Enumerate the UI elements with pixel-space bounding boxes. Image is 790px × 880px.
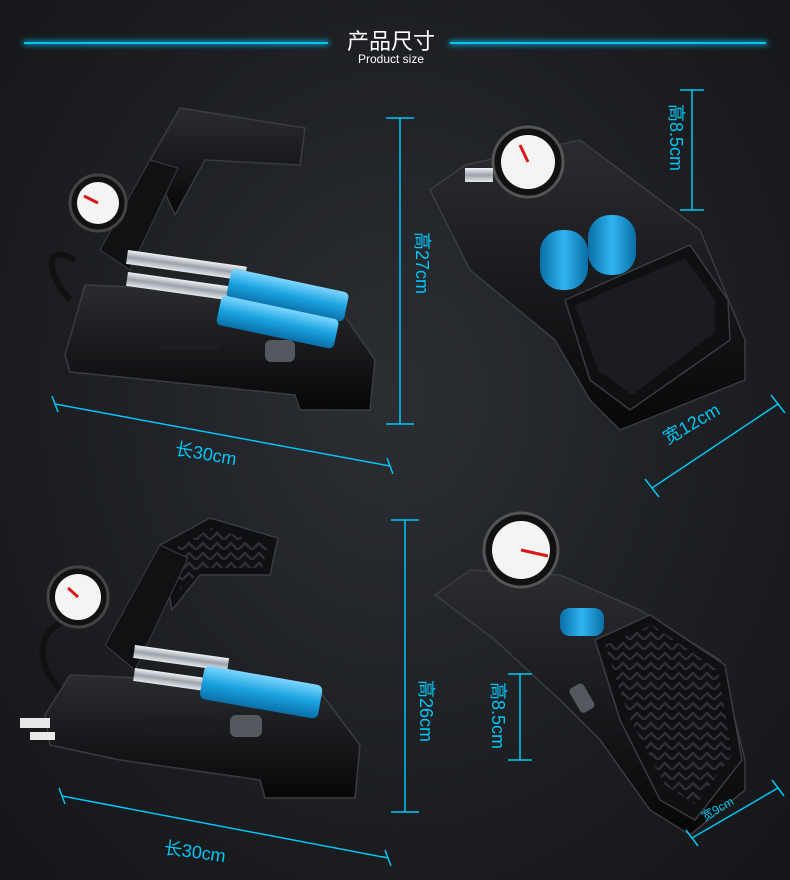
- pump-side-view-top: [48, 107, 376, 411]
- page-subtitle: Product size: [357, 52, 425, 66]
- dimension-lines-bottom-left: [58, 519, 419, 867]
- header-line-right: [450, 42, 766, 44]
- page-title: 产品尺寸: [346, 30, 435, 55]
- page-header: 产品尺寸 Product size: [0, 0, 790, 80]
- dimension-lines-top-left: [51, 117, 414, 475]
- label-top-left-height: 高27cm: [412, 232, 432, 295]
- label-top-right-height: 高8.5cm: [666, 104, 686, 172]
- pump-front-view-bottom: [433, 511, 746, 836]
- dimension-lines-top-right: [644, 89, 786, 498]
- header-line-left: [24, 42, 328, 44]
- label-bottom-right-height: 高8.5cm: [488, 682, 508, 750]
- pump-side-view-bottom: [20, 517, 361, 799]
- dimension-lines-bottom-right: [508, 673, 785, 847]
- pump-front-view-top: [429, 125, 746, 431]
- label-bottom-left-height: 高26cm: [416, 680, 436, 743]
